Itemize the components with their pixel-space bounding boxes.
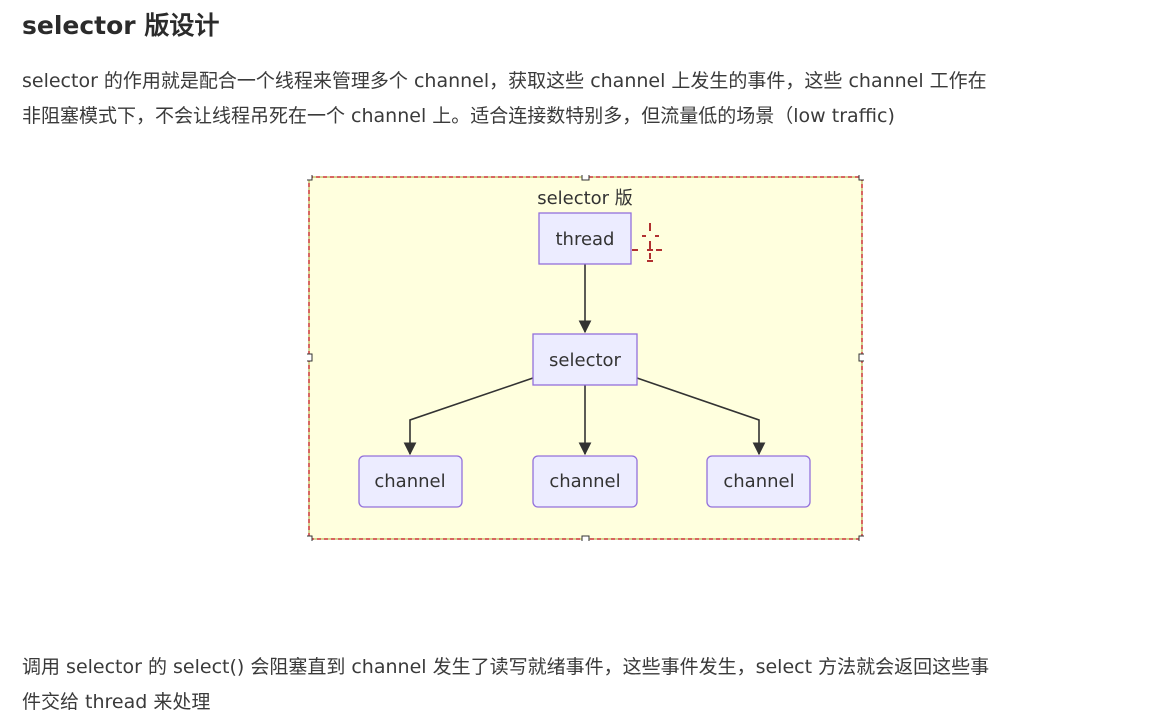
- select-paragraph-line-1: 调用 selector 的 select() 会阻塞直到 channel 发生了…: [22, 656, 990, 678]
- node-thread-label: thread: [555, 229, 614, 250]
- move-cursor-icon: [632, 223, 662, 262]
- resize-handle-top-center[interactable]: [581, 175, 590, 181]
- edge-selector-channel-1: [403, 377, 534, 456]
- resize-handles[interactable]: [307, 175, 864, 541]
- resize-handle-middle-right[interactable]: [858, 353, 864, 362]
- node-channel-2[interactable]: channel: [532, 455, 638, 508]
- intro-paragraph: selector 的作用就是配合一个线程来管理多个 channel，获取这些 c…: [22, 64, 1137, 134]
- intro-paragraph-line-1: selector 的作用就是配合一个线程来管理多个 channel，获取这些 c…: [22, 70, 987, 92]
- node-channel-2-label: channel: [549, 471, 620, 492]
- resize-handle-middle-left[interactable]: [307, 353, 313, 362]
- resize-handle-top-right[interactable]: [858, 175, 864, 181]
- intro-paragraph-line-2: 非阻塞模式下，不会让线程吊死在一个 channel 上。适合连接数特别多，但流量…: [22, 105, 895, 127]
- select-paragraph-line-2: 件交给 thread 来处理: [22, 691, 211, 713]
- node-channel-3-label: channel: [723, 471, 794, 492]
- node-selector-label: selector: [549, 350, 621, 371]
- node-thread-box[interactable]: [538, 212, 632, 265]
- node-channel-1[interactable]: channel: [358, 455, 463, 508]
- resize-handle-bottom-left[interactable]: [307, 535, 313, 541]
- node-channel-1-label: channel: [374, 471, 445, 492]
- node-thread[interactable]: thread: [538, 212, 632, 265]
- node-selector[interactable]: selector: [532, 333, 638, 386]
- resize-handle-bottom-center[interactable]: [581, 535, 590, 541]
- node-channel-1-box[interactable]: [358, 455, 463, 508]
- node-selector-box[interactable]: [532, 333, 638, 386]
- node-channel-2-box[interactable]: [532, 455, 638, 508]
- cluster-title: selector 版: [537, 188, 633, 209]
- select-paragraph: 调用 selector 的 select() 会阻塞直到 channel 发生了…: [22, 650, 1137, 720]
- node-channel-3[interactable]: channel: [706, 455, 811, 508]
- diagram-canvas: selector 版 thread select: [307, 175, 864, 541]
- node-channel-3-box[interactable]: [706, 455, 811, 508]
- resize-handle-top-left[interactable]: [307, 175, 313, 181]
- resize-handle-bottom-right[interactable]: [858, 535, 864, 541]
- diagram-edges: [403, 264, 766, 456]
- edge-selector-channel-3: [636, 377, 766, 456]
- selector-diagram[interactable]: selector 版 thread select: [307, 175, 864, 541]
- section-heading: selector 版设计: [22, 11, 220, 40]
